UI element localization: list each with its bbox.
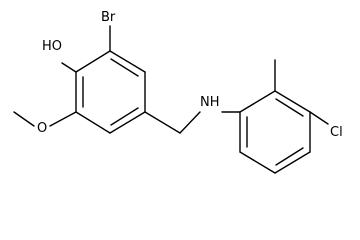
- chemical-structure: Br HO O NH Cl: [13, 10, 343, 174]
- amine-label: NH: [200, 95, 220, 110]
- ring-double-bond: [275, 147, 304, 166]
- ring-double-bond: [110, 58, 139, 77]
- ring-double-bond: [110, 107, 139, 126]
- phenol-substituent-bonds: [13, 25, 241, 134]
- ring-bond: [239, 90, 276, 113]
- atom-labels: Br HO O NH Cl: [37, 10, 343, 140]
- chlorotolyl-ring: [239, 90, 311, 174]
- ring-bond: [75, 50, 111, 73]
- chlorine-label: Cl: [330, 125, 343, 140]
- c-cl-bond: [309, 111, 329, 125]
- bromine-label: Br: [101, 10, 116, 25]
- ring-bond: [75, 111, 111, 134]
- ring-double-bond: [275, 98, 304, 117]
- c-ch2-bond: [144, 111, 181, 134]
- methoxy-oxygen-label: O: [37, 121, 47, 136]
- hydroxyl-label: HO: [42, 39, 62, 54]
- o-ch3-bond: [13, 111, 35, 127]
- c-oh-bond: [61, 62, 77, 73]
- ring-bond: [109, 50, 146, 73]
- ring-bond: [239, 151, 276, 174]
- phenol-ring: [75, 50, 146, 134]
- c-o-bond: [49, 111, 77, 127]
- ring-bond: [274, 90, 311, 113]
- ring-bond: [274, 151, 311, 174]
- structure-canvas: Br HO O NH Cl: [13, 10, 343, 174]
- tolyl-substituent-bonds: [274, 59, 329, 125]
- ch2-n-bond: [179, 111, 201, 134]
- ring-bond: [109, 111, 146, 134]
